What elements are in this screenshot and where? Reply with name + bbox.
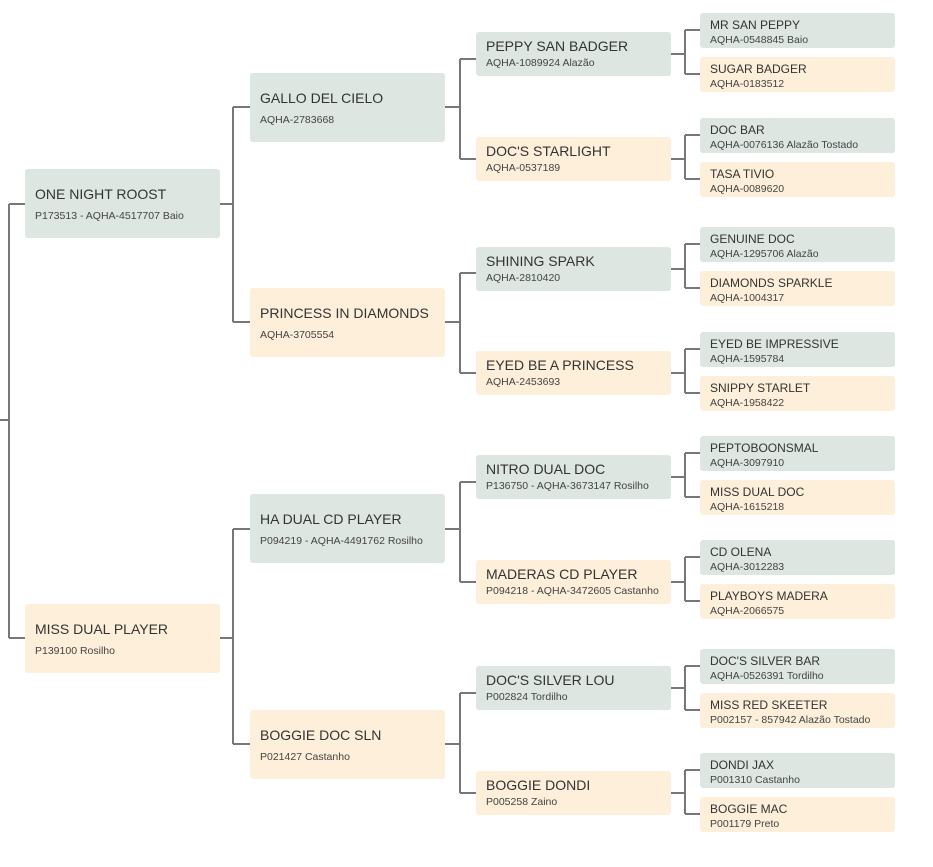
node-gen4-13[interactable]: MISS RED SKEETER P002157 - 857942 Alazão… (700, 693, 895, 728)
horse-registration: AQHA-1958422 (710, 397, 785, 409)
node-gen4-8[interactable]: PEPTOBOONSMAL AQHA-3097910 (700, 436, 895, 471)
horse-registration: P094218 - AQHA-3472605 Castanho (486, 585, 659, 597)
horse-name: BOGGIE MAC (710, 802, 788, 816)
horse-registration: AQHA-1615218 (710, 501, 785, 513)
horse-registration: P173513 - AQHA-4517707 Baio (35, 210, 184, 222)
horse-name: DIAMONDS SPARKLE (710, 276, 833, 290)
horse-name: MADERAS CD PLAYER (486, 566, 638, 582)
node-gen3-3[interactable]: EYED BE A PRINCESS AQHA-2453693 (476, 351, 671, 395)
horse-registration: P005258 Zaino (486, 796, 558, 808)
horse-name: ONE NIGHT ROOST (35, 186, 167, 202)
node-gen4-5[interactable]: DIAMONDS SPARKLE AQHA-1004317 (700, 271, 895, 306)
horse-name: MR SAN PEPPY (710, 18, 801, 32)
horse-name: DOC'S SILVER LOU (486, 672, 615, 688)
node-gen4-7[interactable]: SNIPPY STARLET AQHA-1958422 (700, 376, 895, 411)
horse-name: EYED BE A PRINCESS (486, 357, 634, 373)
node-gen1-dam[interactable]: MISS DUAL PLAYER P139100 Rosilho (25, 604, 220, 673)
horse-registration: AQHA-3705554 (260, 329, 335, 341)
node-gen4-6[interactable]: EYED BE IMPRESSIVE AQHA-1595784 (700, 332, 895, 367)
horse-name: MISS DUAL PLAYER (35, 621, 169, 637)
node-gen3-0[interactable]: PEPPY SAN BADGER AQHA-1089924 Alazão (476, 32, 671, 76)
node-gen3-1[interactable]: DOC'S STARLIGHT AQHA-0537189 (476, 137, 671, 181)
horse-name: GALLO DEL CIELO (260, 90, 384, 106)
node-gen3-7[interactable]: BOGGIE DONDI P005258 Zaino (476, 771, 671, 815)
node-gen4-10[interactable]: CD OLENA AQHA-3012283 (700, 540, 895, 575)
horse-registration: AQHA-2810420 (486, 272, 561, 284)
horse-name: TASA TIVIO (710, 167, 775, 181)
horse-name: MISS DUAL DOC (710, 485, 805, 499)
horse-registration: P002824 Tordilho (486, 691, 568, 703)
node-gen4-11[interactable]: PLAYBOYS MADERA AQHA-2066575 (700, 584, 895, 619)
node-gen4-15[interactable]: BOGGIE MAC P001179 Preto (700, 797, 895, 832)
horse-registration: P001179 Preto (710, 818, 780, 830)
node-gen4-0[interactable]: MR SAN PEPPY AQHA-0548845 Baio (700, 13, 895, 48)
node-gen1-sire[interactable]: ONE NIGHT ROOST P173513 - AQHA-4517707 B… (25, 169, 220, 238)
horse-registration: P001310 Castanho (710, 774, 800, 786)
horse-registration: AQHA-3097910 (710, 457, 785, 469)
node-gen4-12[interactable]: DOC'S SILVER BAR AQHA-0526391 Tordilho (700, 649, 895, 684)
horse-registration: AQHA-2783668 (260, 114, 335, 126)
horse-name: BOGGIE DONDI (486, 777, 591, 793)
horse-name: CD OLENA (710, 545, 772, 559)
node-gen2-3[interactable]: BOGGIE DOC SLN P021427 Castanho (250, 710, 445, 779)
horse-registration: AQHA-0183512 (710, 78, 785, 90)
horse-name: SNIPPY STARLET (710, 381, 811, 395)
horse-name: DONDI JAX (710, 758, 775, 772)
node-gen3-5[interactable]: MADERAS CD PLAYER P094218 - AQHA-3472605… (476, 560, 671, 604)
horse-name: EYED BE IMPRESSIVE (710, 337, 839, 351)
horse-registration: AQHA-0526391 Tordilho (710, 670, 824, 682)
horse-registration: AQHA-0548845 Baio (710, 34, 809, 46)
horse-name: SUGAR BADGER (710, 62, 807, 76)
node-gen4-2[interactable]: DOC BAR AQHA-0076136 Alazão Tostado (700, 118, 895, 153)
horse-name: MISS RED SKEETER (710, 698, 828, 712)
horse-name: NITRO DUAL DOC (486, 461, 606, 477)
horse-name: SHINING SPARK (486, 253, 595, 269)
horse-registration: P021427 Castanho (260, 751, 350, 763)
horse-registration: AQHA-0076136 Alazão Tostado (710, 139, 859, 151)
horse-name: DOC BAR (710, 123, 765, 137)
horse-name: PEPTOBOONSMAL (710, 441, 819, 455)
horse-registration: P002157 - 857942 Alazão Tostado (710, 714, 871, 726)
horse-registration: AQHA-1004317 (710, 292, 785, 304)
node-gen4-14[interactable]: DONDI JAX P001310 Castanho (700, 753, 895, 788)
horse-name: DOC'S STARLIGHT (486, 143, 611, 159)
node-gen4-1[interactable]: SUGAR BADGER AQHA-0183512 (700, 57, 895, 92)
node-gen2-2[interactable]: HA DUAL CD PLAYER P094219 - AQHA-4491762… (250, 494, 445, 563)
horse-name: BOGGIE DOC SLN (260, 727, 382, 743)
horse-name: PEPPY SAN BADGER (486, 38, 629, 54)
horse-name: PLAYBOYS MADERA (710, 589, 828, 603)
horse-registration: AQHA-0537189 (486, 162, 561, 174)
horse-registration: AQHA-1089924 Alazão (486, 57, 595, 69)
node-gen3-6[interactable]: DOC'S SILVER LOU P002824 Tordilho (476, 666, 671, 710)
node-gen4-4[interactable]: GENUINE DOC AQHA-1295706 Alazão (700, 227, 895, 262)
horse-name: DOC'S SILVER BAR (710, 654, 821, 668)
horse-name: GENUINE DOC (710, 232, 795, 246)
node-gen4-9[interactable]: MISS DUAL DOC AQHA-1615218 (700, 480, 895, 515)
horse-registration: AQHA-2453693 (486, 376, 561, 388)
horse-registration: AQHA-1595784 (710, 353, 785, 365)
node-gen2-1[interactable]: PRINCESS IN DIAMONDS AQHA-3705554 (250, 288, 445, 357)
node-gen2-0[interactable]: GALLO DEL CIELO AQHA-2783668 (250, 73, 445, 142)
horse-registration: P136750 - AQHA-3673147 Rosilho (486, 480, 649, 492)
horse-registration: P139100 Rosilho (35, 645, 115, 657)
horse-registration: P094219 - AQHA-4491762 Rosilho (260, 535, 423, 547)
horse-name: HA DUAL CD PLAYER (260, 511, 402, 527)
horse-name: PRINCESS IN DIAMONDS (260, 305, 429, 321)
node-gen3-4[interactable]: NITRO DUAL DOC P136750 - AQHA-3673147 Ro… (476, 455, 671, 499)
node-gen4-3[interactable]: TASA TIVIO AQHA-0089620 (700, 162, 895, 197)
node-gen3-2[interactable]: SHINING SPARK AQHA-2810420 (476, 247, 671, 291)
horse-registration: AQHA-3012283 (710, 561, 785, 573)
horse-registration: AQHA-1295706 Alazão (710, 248, 819, 260)
horse-registration: AQHA-0089620 (710, 183, 785, 195)
horse-registration: AQHA-2066575 (710, 605, 785, 617)
